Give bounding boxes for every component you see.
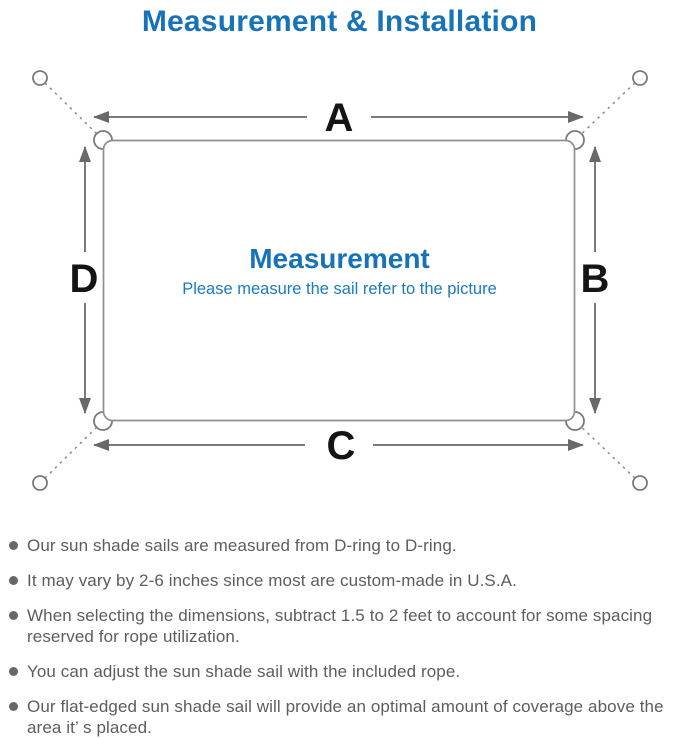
list-item: You can adjust the sun shade sail with t… [9, 661, 675, 682]
measurement-installation-infographic: Measurement & Installation [0, 6, 679, 739]
dimension-label-d: D [70, 257, 99, 301]
rope-line-bottom-left [39, 420, 104, 484]
bullet-icon [9, 576, 18, 585]
list-item: When selecting the dimensions, subtract … [9, 605, 675, 647]
list-item: Our sun shade sails are measured from D-… [9, 535, 675, 556]
list-item: It may vary by 2-6 inches since most are… [9, 570, 675, 591]
sail-rectangle [102, 139, 576, 422]
sail-diagram-svg: A B C D [32, 70, 648, 491]
anchor-points [32, 70, 648, 491]
diagram-center-text: Measurement Please measure the sail refe… [182, 243, 497, 299]
anchor-point-bottom-right-icon [632, 475, 648, 491]
dimension-label-c: C [327, 424, 356, 468]
diagram-center-heading: Measurement [249, 243, 430, 274]
rope-line-top-left [39, 77, 104, 141]
note-text: You can adjust the sun shade sail with t… [27, 662, 461, 681]
bullet-icon [9, 611, 18, 620]
note-text: When selecting the dimensions, subtract … [27, 606, 653, 646]
notes-list: Our sun shade sails are measured from D-… [0, 535, 679, 738]
anchor-point-bottom-left-icon [32, 475, 48, 491]
note-text: Our sun shade sails are measured from D-… [27, 536, 457, 555]
list-item: Our flat-edged sun shade sail will provi… [9, 696, 675, 738]
dimension-arrows [79, 111, 601, 451]
rope-line-bottom-right [574, 420, 641, 484]
bullet-icon [9, 667, 18, 676]
note-text: It may vary by 2-6 inches since most are… [27, 571, 517, 590]
anchor-point-top-right-icon [632, 70, 648, 86]
rope-dashed-lines [39, 77, 641, 484]
dimension-label-b: B [581, 257, 610, 301]
rope-line-top-right [574, 77, 641, 141]
page-title: Measurement & Installation [141, 5, 538, 38]
note-text: Our flat-edged sun shade sail will provi… [27, 697, 664, 737]
bullet-icon [9, 702, 18, 711]
measurement-diagram: A B C D Measurement Please measure the s… [0, 60, 679, 520]
dimension-label-a: A [325, 96, 354, 140]
bullet-icon [9, 541, 18, 550]
diagram-center-subtitle: Please measure the sail refer to the pic… [182, 280, 497, 298]
anchor-point-top-left-icon [32, 70, 48, 86]
